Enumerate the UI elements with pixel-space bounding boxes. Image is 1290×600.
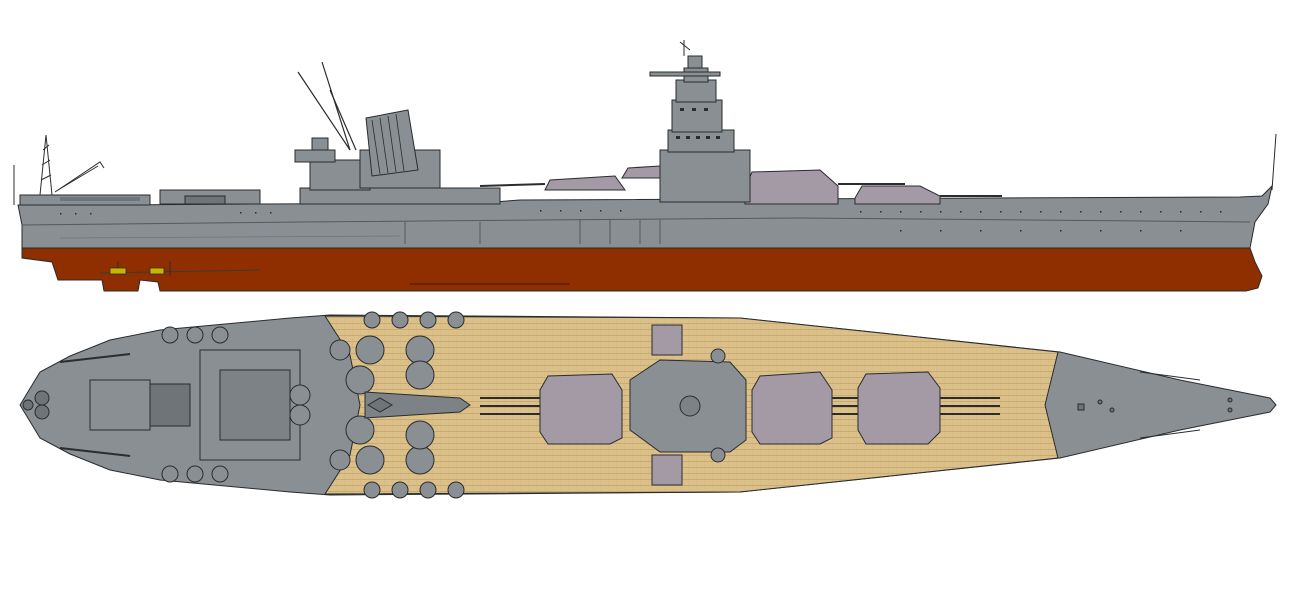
stern-crane [13,134,105,205]
plan-main-turret-3 [480,373,623,445]
bridge-tower [649,40,751,203]
side-main-turret-2 [854,185,941,205]
bridge-windows [676,108,720,139]
side-profile-view [13,40,1277,292]
aa-mounts [161,311,465,499]
hull-underwater-red [21,247,1263,292]
top-plan-view [19,311,1277,499]
hull-above-waterline [17,184,1273,249]
portholes-row [60,210,1222,232]
side-secondary-turret-aft [544,175,626,191]
plan-funnel [364,391,471,419]
plan-main-turret-1 [857,371,1000,445]
side-main-turret-3 [744,169,839,205]
propeller-shafts [99,262,570,285]
plan-stern-fittings [22,353,191,457]
mainmast [297,61,357,151]
plan-bridge [629,324,747,486]
plan-aft-superstructure [199,349,301,461]
aft-superstructure [159,137,501,205]
plan-bow-fittings [1077,371,1233,439]
